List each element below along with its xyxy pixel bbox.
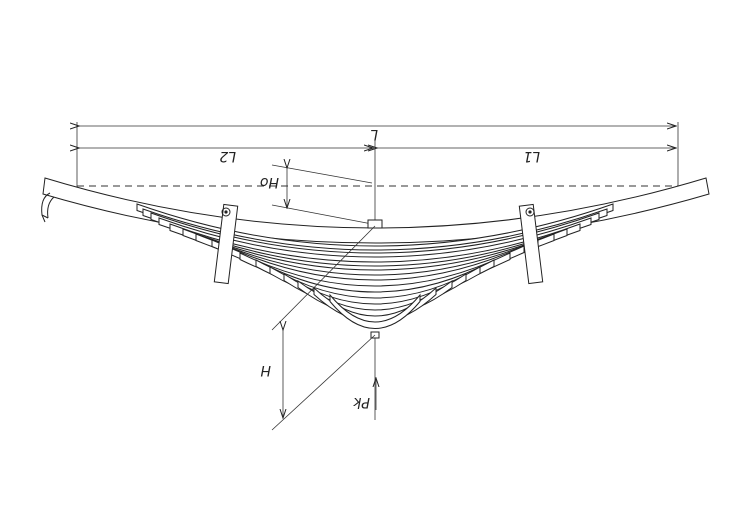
label-pk: Pk	[353, 394, 370, 410]
label-h: H	[260, 362, 271, 378]
label-l1: L1	[523, 148, 540, 164]
leaf-17	[329, 293, 421, 329]
construction-line-upper	[271, 225, 376, 331]
label-ho: Ho	[260, 174, 279, 190]
spring-eye	[41, 192, 55, 223]
spring-eye-end	[41, 214, 49, 219]
clip-right-bolt	[525, 207, 535, 217]
center-bolt-nut	[367, 219, 383, 229]
deflection-construction: H Pk	[260, 225, 376, 431]
construction-line-lower	[271, 334, 376, 431]
clip-left	[213, 203, 239, 285]
clip-right	[518, 203, 544, 285]
clip-left-bolt-center	[224, 210, 228, 214]
label-l2: L2	[219, 148, 236, 164]
leaf-stack	[136, 203, 614, 329]
clip-right-bolt-center	[528, 210, 532, 214]
clip-left-bolt	[221, 207, 231, 217]
label-l: L	[370, 126, 378, 142]
dimension-group: L L2 L1 Ho	[77, 122, 679, 225]
